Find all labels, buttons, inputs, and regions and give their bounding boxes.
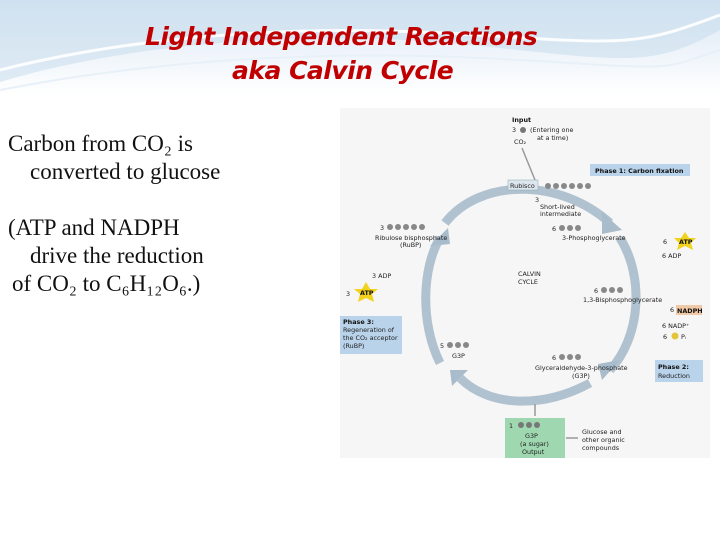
phase1-label: Phase 1: Carbon fixation bbox=[595, 167, 684, 175]
output-label: Output bbox=[522, 448, 545, 456]
arrowhead-right bbox=[598, 360, 620, 380]
short-lived-label-2: intermediate bbox=[540, 210, 581, 218]
phase2-label-1: Phase 2: bbox=[658, 363, 689, 371]
calvin-cycle-diagram: Input 3 (Entering one at a time) CO₂ Pha… bbox=[340, 108, 710, 458]
para1-line2: converted to glucose bbox=[30, 159, 221, 184]
arrowhead-top bbox=[602, 212, 622, 234]
co2-count: 3 bbox=[512, 126, 516, 134]
pga-count: 6 bbox=[552, 225, 556, 233]
output-molecule bbox=[518, 422, 540, 428]
nadph-count: 6 bbox=[670, 306, 674, 314]
short-lived-molecule bbox=[545, 183, 591, 189]
bpg-molecule bbox=[601, 287, 623, 293]
entering-label: (Entering one bbox=[530, 126, 574, 134]
paragraph-atp-nadph: (ATP and NADPH drive the reduction of CO… bbox=[8, 214, 338, 298]
g3p-left-label: G3P bbox=[452, 352, 465, 360]
cycle-arrow-top bbox=[441, 184, 614, 227]
g3p-full-abbr: (G3P) bbox=[572, 372, 590, 380]
phase2-label-2: Reduction bbox=[658, 372, 690, 380]
atp-top-label: ATP bbox=[679, 238, 693, 246]
rubisco-box bbox=[507, 179, 539, 191]
g3p-left-molecule bbox=[447, 342, 469, 348]
pga-label: 3-Phosphoglycerate bbox=[562, 234, 626, 242]
co2-label: CO₂ bbox=[514, 138, 526, 146]
phase3-label-3: the CO₂ acceptor bbox=[343, 334, 398, 342]
para2-line2: drive the reduction bbox=[30, 243, 204, 268]
slide-body-text: Carbon from CO₂ is converted to glucose … bbox=[8, 130, 338, 326]
bpg-label: 1,3-Bisphosphoglycerate bbox=[583, 296, 662, 304]
adp-left-label: 3 ADP bbox=[372, 272, 391, 280]
g3p-full-molecule bbox=[559, 354, 581, 360]
short-lived-label-1: Short-lived bbox=[540, 203, 575, 211]
pga-molecule bbox=[559, 225, 581, 231]
atp-star-left-icon bbox=[354, 282, 378, 302]
nadph-box bbox=[676, 305, 702, 315]
phase3-label-4: (RuBP) bbox=[343, 342, 364, 350]
pi-label: Pᵢ bbox=[681, 333, 686, 341]
co2-input-arrow bbox=[521, 147, 536, 181]
g3p-left-count: 5 bbox=[440, 342, 444, 350]
calvin-label-2: CYCLE bbox=[518, 278, 538, 286]
title-line-2: aka Calvin Cycle bbox=[232, 56, 454, 85]
phase2-box bbox=[655, 360, 703, 382]
phase3-label-1: Phase 3: bbox=[343, 318, 374, 326]
g3p-full-count: 6 bbox=[552, 354, 556, 362]
nadp-label: 6 NADP⁺ bbox=[662, 322, 689, 330]
header-wave-decoration bbox=[0, 0, 720, 91]
input-label: Input bbox=[512, 116, 531, 124]
glucose-label-2: other organic bbox=[582, 436, 625, 444]
output-count: 1 bbox=[509, 422, 513, 430]
arrowhead-bottom bbox=[450, 370, 468, 386]
phase1-box bbox=[590, 164, 690, 176]
glucose-label-1: Glucose and bbox=[582, 428, 622, 436]
at-a-time-label: at a time) bbox=[537, 134, 568, 142]
phase3-box bbox=[340, 316, 402, 354]
co2-molecule bbox=[520, 127, 526, 133]
para2-line3: of CO₂ to C₆H₁₂O₆.) bbox=[12, 271, 201, 296]
calvin-label-1: CALVIN bbox=[518, 270, 541, 278]
glucose-label-3: compounds bbox=[582, 444, 620, 452]
rubp-label-2: (RuBP) bbox=[400, 241, 421, 249]
title-line-1: Light Independent Reactions bbox=[145, 22, 538, 51]
cycle-arrow-right bbox=[606, 235, 641, 374]
para1-line1: Carbon from CO₂ is bbox=[8, 131, 193, 156]
g3p-full-label: Glyceraldehyde-3-phosphate bbox=[535, 364, 628, 372]
rubp-label-1: Ribulose bisphosphate bbox=[375, 234, 447, 242]
rubisco-label: Rubisco bbox=[510, 182, 535, 190]
atp-left-count: 3 bbox=[346, 290, 350, 298]
rubp-molecule bbox=[387, 224, 425, 230]
atp-left-label: ATP bbox=[360, 289, 374, 297]
atp-star-icon bbox=[674, 232, 696, 250]
cycle-arrow-bottom bbox=[456, 374, 593, 406]
short-lived-count: 3 bbox=[535, 196, 539, 204]
bpg-count: 6 bbox=[594, 287, 598, 295]
para2-line1: (ATP and NADPH bbox=[8, 215, 180, 240]
output-sugar-label: (a sugar) bbox=[520, 440, 549, 448]
cycle-arrow-left bbox=[421, 235, 445, 366]
adp-top-label: 6 ADP bbox=[662, 252, 681, 260]
pi-count: 6 bbox=[663, 333, 667, 341]
atp-top-count: 6 bbox=[663, 238, 667, 246]
output-g3p-label: G3P bbox=[525, 432, 538, 440]
pi-molecule bbox=[671, 332, 679, 340]
slide-title: Light Independent Reactions aka Calvin C… bbox=[0, 20, 720, 88]
rubp-count: 3 bbox=[380, 224, 384, 232]
phase3-label-2: Regeneration of bbox=[343, 326, 395, 334]
nadph-label: NADPH bbox=[677, 307, 703, 315]
arrowhead-left bbox=[430, 228, 450, 246]
paragraph-carbon: Carbon from CO₂ is converted to glucose bbox=[8, 130, 338, 186]
